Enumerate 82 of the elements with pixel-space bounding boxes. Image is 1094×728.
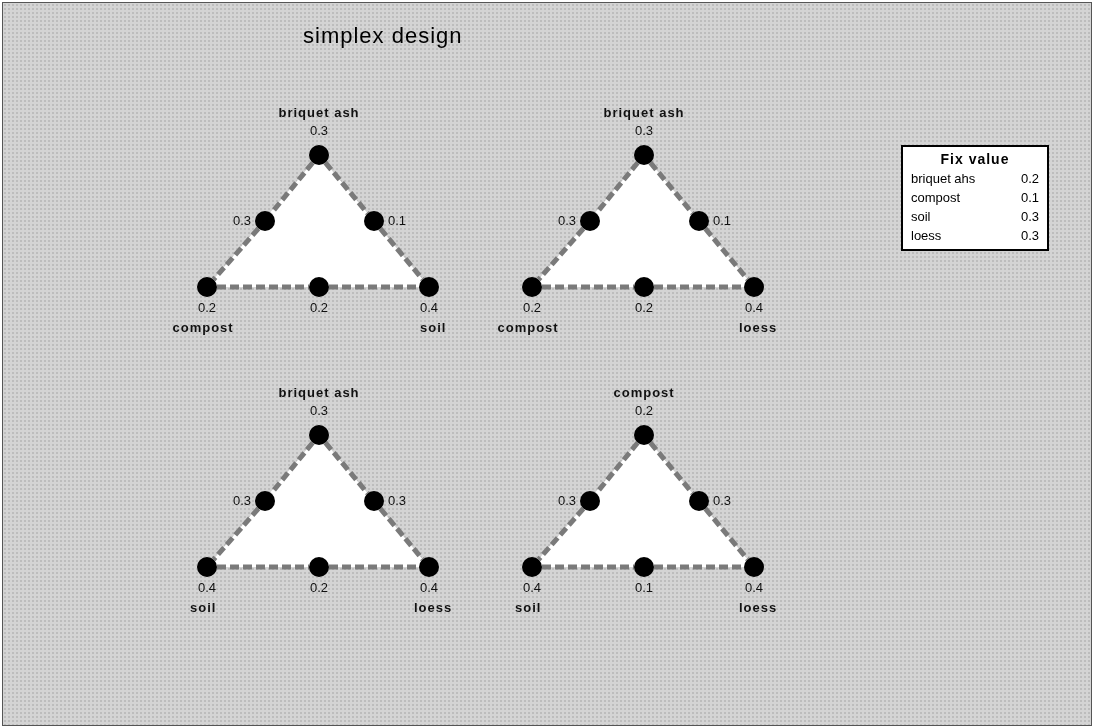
dot-marker [255,491,275,511]
dot-marker [197,557,217,577]
value-label: 0.3 [233,493,252,509]
dot-marker [580,211,600,231]
dashed-line [323,161,370,215]
dot-marker [309,557,329,577]
dot-marker [419,277,439,297]
component-label: soil [420,320,447,336]
value-label: 0.4 [420,580,439,596]
dot-marker [744,277,764,297]
dashed-line [703,227,750,281]
dot-marker [634,425,654,445]
value-label: 0.3 [558,493,577,509]
value-label: 0.4 [523,580,542,596]
value-label: 0.1 [388,213,407,229]
dashed-line [211,226,261,282]
dashed-line [323,441,370,495]
dashed-line [211,506,261,562]
table-heading: Fix value [939,151,1011,167]
dashed-line [536,226,586,282]
component-label: compost [172,320,234,336]
dot-marker [522,277,542,297]
value-label: 0.4 [745,300,764,316]
value-label: 0.4 [198,580,217,596]
dashed-line [329,564,419,570]
dot-marker [634,145,654,165]
fixed-value: 0.3 [1020,208,1039,226]
value-label: 0.3 [558,213,577,229]
value-label: 0.4 [420,300,439,316]
value-label: 0.2 [635,403,654,419]
dashed-line [378,227,425,281]
value-label: 0.2 [635,300,654,316]
fixed-value: 0.2 [1020,170,1039,188]
component-name: loess [911,227,942,245]
dashed-line [648,441,695,495]
dot-marker [309,425,329,445]
component-label: loess [414,600,453,616]
dot-marker [197,277,217,297]
value-label: 0.2 [310,580,329,596]
value-label: 0.2 [523,300,542,316]
fixed-value: 0.1 [1020,189,1039,207]
dot-marker [255,211,275,231]
value-label: 0.1 [713,213,732,229]
dashed-line [654,284,744,290]
dashed-line [378,507,425,561]
component-label: soil [515,600,542,616]
component-label: loess [739,600,778,616]
value-label: 0.4 [745,580,764,596]
dot-marker [309,145,329,165]
dot-marker [309,277,329,297]
component-name: briquet ahs [911,170,976,188]
value-label: 0.1 [635,580,654,596]
component-label: briquet ash [278,105,360,121]
dashed-line [654,564,744,570]
value-label: 0.3 [388,493,407,509]
dot-marker [634,277,654,297]
value-label: 0.2 [310,300,329,316]
component-label: compost [497,320,559,336]
dashed-line [536,506,586,562]
dashed-line [703,507,750,561]
value-label: 0.3 [635,123,654,139]
diagram-title: simplex design [303,23,463,49]
value-label: 0.3 [233,213,252,229]
dot-marker [634,557,654,577]
dot-marker [580,491,600,511]
dot-marker [744,557,764,577]
component-name: soil [911,208,931,226]
component-name: compost [911,189,961,207]
component-label: compost [613,385,675,401]
dot-marker [522,557,542,577]
fixed-value: 0.3 [1020,227,1039,245]
component-label: loess [739,320,778,336]
value-label: 0.3 [310,403,329,419]
component-label: briquet ash [278,385,360,401]
dashed-line [648,161,695,215]
value-label: 0.3 [713,493,732,509]
value-label: 0.2 [198,300,217,316]
component-label: briquet ash [603,105,685,121]
dashed-line [329,284,419,290]
value-label: 0.3 [310,123,329,139]
dot-marker [419,557,439,577]
component-label: soil [190,600,217,616]
